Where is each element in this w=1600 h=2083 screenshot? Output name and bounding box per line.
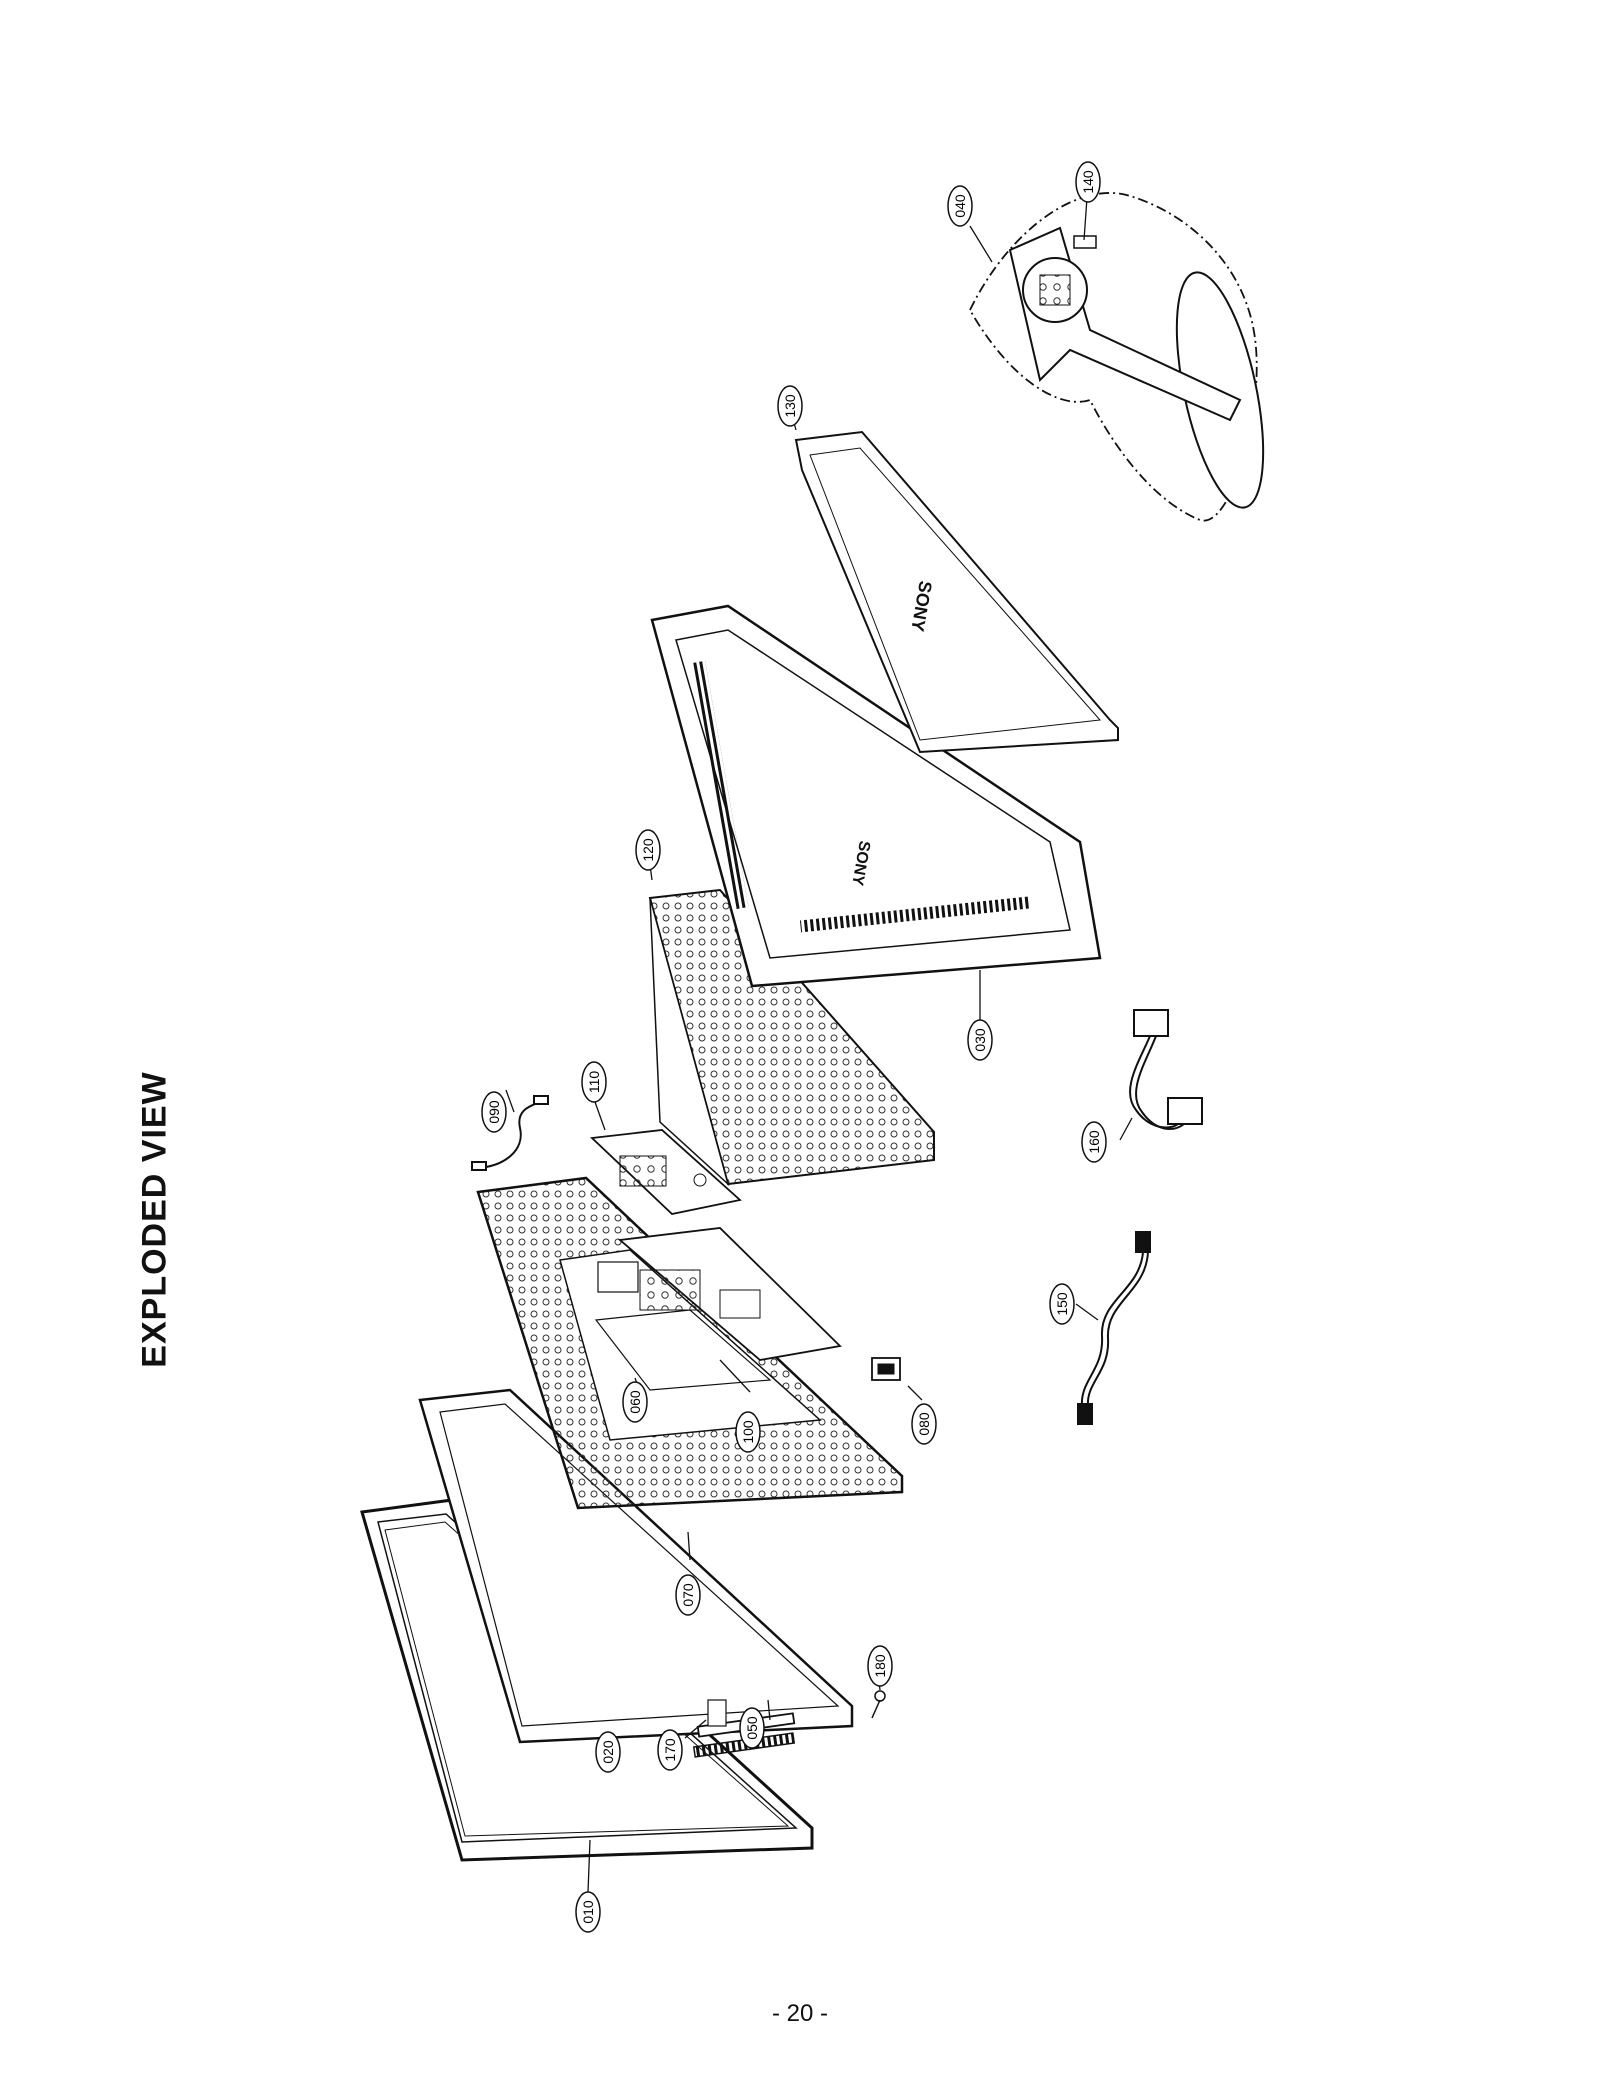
- part-internal-cable: [471, 1095, 549, 1171]
- callout-080: 080: [911, 1403, 937, 1445]
- callout-130: 130: [777, 385, 803, 427]
- callout-180: 180: [867, 1645, 893, 1687]
- callout-030: 030: [967, 1019, 993, 1061]
- callout-140: 140: [1075, 161, 1101, 203]
- callout-label: 100: [740, 1420, 756, 1444]
- part-stand: [968, 192, 1265, 522]
- part-label: [707, 1699, 727, 1727]
- part-shield: [648, 888, 935, 1187]
- callout-170: 170: [657, 1729, 683, 1771]
- callout-label: 060: [627, 1390, 643, 1414]
- part-rear-cover: [650, 604, 1102, 988]
- callout-010: 010: [575, 1891, 601, 1933]
- callout-150: 150: [1049, 1283, 1075, 1325]
- part-back-cover: [794, 430, 1119, 754]
- callout-label: 030: [972, 1028, 988, 1052]
- callout-label: 110: [586, 1071, 602, 1094]
- callout-020: 020: [595, 1731, 621, 1773]
- callout-label: 150: [1054, 1292, 1070, 1316]
- callout-040: 040: [947, 185, 973, 227]
- part-switch: [871, 1357, 901, 1381]
- callout-160: 160: [1081, 1121, 1107, 1163]
- callout-label: 170: [662, 1738, 678, 1762]
- callout-090: 090: [481, 1091, 507, 1133]
- callout-label: 120: [640, 838, 656, 862]
- callout-120: 120: [635, 829, 661, 871]
- part-screw: [871, 1690, 886, 1719]
- callout-070: 070: [675, 1574, 701, 1616]
- part-power-cable: [1077, 1231, 1151, 1425]
- part-signal-cable: [1129, 1009, 1203, 1130]
- callout-label: 160: [1086, 1130, 1102, 1154]
- part-interface-board: [589, 1129, 742, 1215]
- callout-110: 110: [581, 1061, 607, 1103]
- part-main-board: [617, 1227, 842, 1361]
- callout-label: 090: [486, 1100, 502, 1124]
- callout-label: 080: [916, 1412, 932, 1436]
- callout-label: 180: [872, 1654, 888, 1678]
- callout-050: 050: [739, 1707, 765, 1749]
- page-number: - 20 -: [771, 2000, 828, 2027]
- callout-label: 140: [1080, 170, 1096, 194]
- callout-label: 020: [600, 1740, 616, 1764]
- callout-label: 050: [744, 1716, 760, 1740]
- callout-label: 070: [680, 1583, 696, 1607]
- callout-060: 060: [622, 1381, 648, 1423]
- callout-label: 040: [952, 194, 968, 218]
- part-lcd-panel: [418, 1388, 854, 1744]
- callout-label: 130: [782, 394, 798, 418]
- callout-100: 100: [735, 1411, 761, 1453]
- callout-label: 010: [580, 1900, 596, 1924]
